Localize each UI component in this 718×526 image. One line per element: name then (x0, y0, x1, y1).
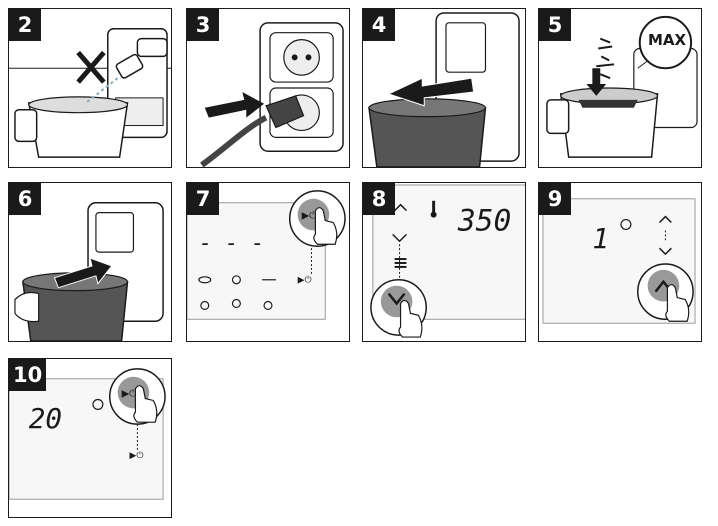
step-4-panel: 4 (362, 8, 526, 168)
menu-icon (394, 258, 407, 268)
cross-icon (76, 50, 106, 84)
step-number: 10 (9, 359, 47, 391)
step-number: 8 (363, 183, 395, 215)
svg-text:▶⏻: ▶⏻ (298, 275, 312, 286)
thermometer-icon (430, 200, 437, 218)
max-callout: MAX (647, 31, 687, 49)
step-2-panel: 2 (8, 8, 172, 168)
step-number: 6 (9, 183, 41, 215)
arrow-icon (387, 77, 475, 107)
chevron-down-icon (392, 233, 407, 243)
plug-in-illustration (200, 22, 344, 167)
step-number: 7 (187, 183, 219, 215)
fill-basket-illustration (546, 15, 698, 158)
step-number: 2 (9, 9, 41, 41)
step-number: 4 (363, 9, 395, 41)
chevron-down-icon (658, 247, 672, 256)
svg-text:▶⏻: ▶⏻ (302, 211, 318, 222)
svg-text:▶⏻: ▶⏻ (122, 389, 138, 400)
insert-basket-illustration (368, 12, 520, 167)
timer-icon (92, 398, 104, 410)
step-number: 9 (539, 183, 571, 215)
hand-icon (665, 284, 690, 322)
display-readout: - - - (199, 231, 264, 256)
display-readout: 1 (592, 222, 609, 255)
step-number: 3 (187, 9, 219, 41)
bottle-icon (115, 37, 168, 79)
control-panel-start: 20 ▶⏻ ▶⏻ (9, 368, 166, 500)
no-water-illustration (9, 28, 171, 158)
step-number: 5 (539, 9, 571, 41)
timer-icon (620, 218, 632, 231)
step-9-panel: 9 1 (538, 182, 702, 342)
hand-icon (313, 207, 338, 245)
step-3-panel: 3 (186, 8, 350, 168)
display-readout: 20 (29, 402, 62, 435)
step-6-panel: 6 (8, 182, 172, 342)
play-pause-power-icon: ▶⏻ (298, 275, 312, 286)
preset-icons (198, 275, 276, 310)
slide-basket-in-illustration (14, 202, 164, 341)
step-5-panel: 5 MAX (538, 8, 702, 168)
display-readout: 350 (457, 203, 511, 237)
hand-icon (398, 299, 423, 338)
control-panel-power-on: - - - ▶⏻ ▶⏻ (187, 190, 346, 320)
arrow-icon (204, 91, 265, 118)
arrow-icon (53, 257, 113, 289)
svg-text:▶⏻: ▶⏻ (130, 450, 144, 461)
step-8-panel: 8 350 (362, 182, 526, 342)
chevron-up-icon (394, 203, 407, 212)
control-panel-time: 1 (542, 198, 696, 324)
play-pause-power-icon: ▶⏻ (130, 450, 144, 461)
step-10-panel: 10 20 ▶⏻ ▶⏻ (8, 358, 172, 518)
step-7-panel: 7 - - - ▶⏻ ▶⏻ (186, 182, 350, 342)
control-panel-temperature: 350 (370, 184, 525, 338)
hand-icon (133, 385, 158, 423)
chevron-up-icon (658, 215, 672, 224)
power-socket-icon (259, 22, 344, 152)
